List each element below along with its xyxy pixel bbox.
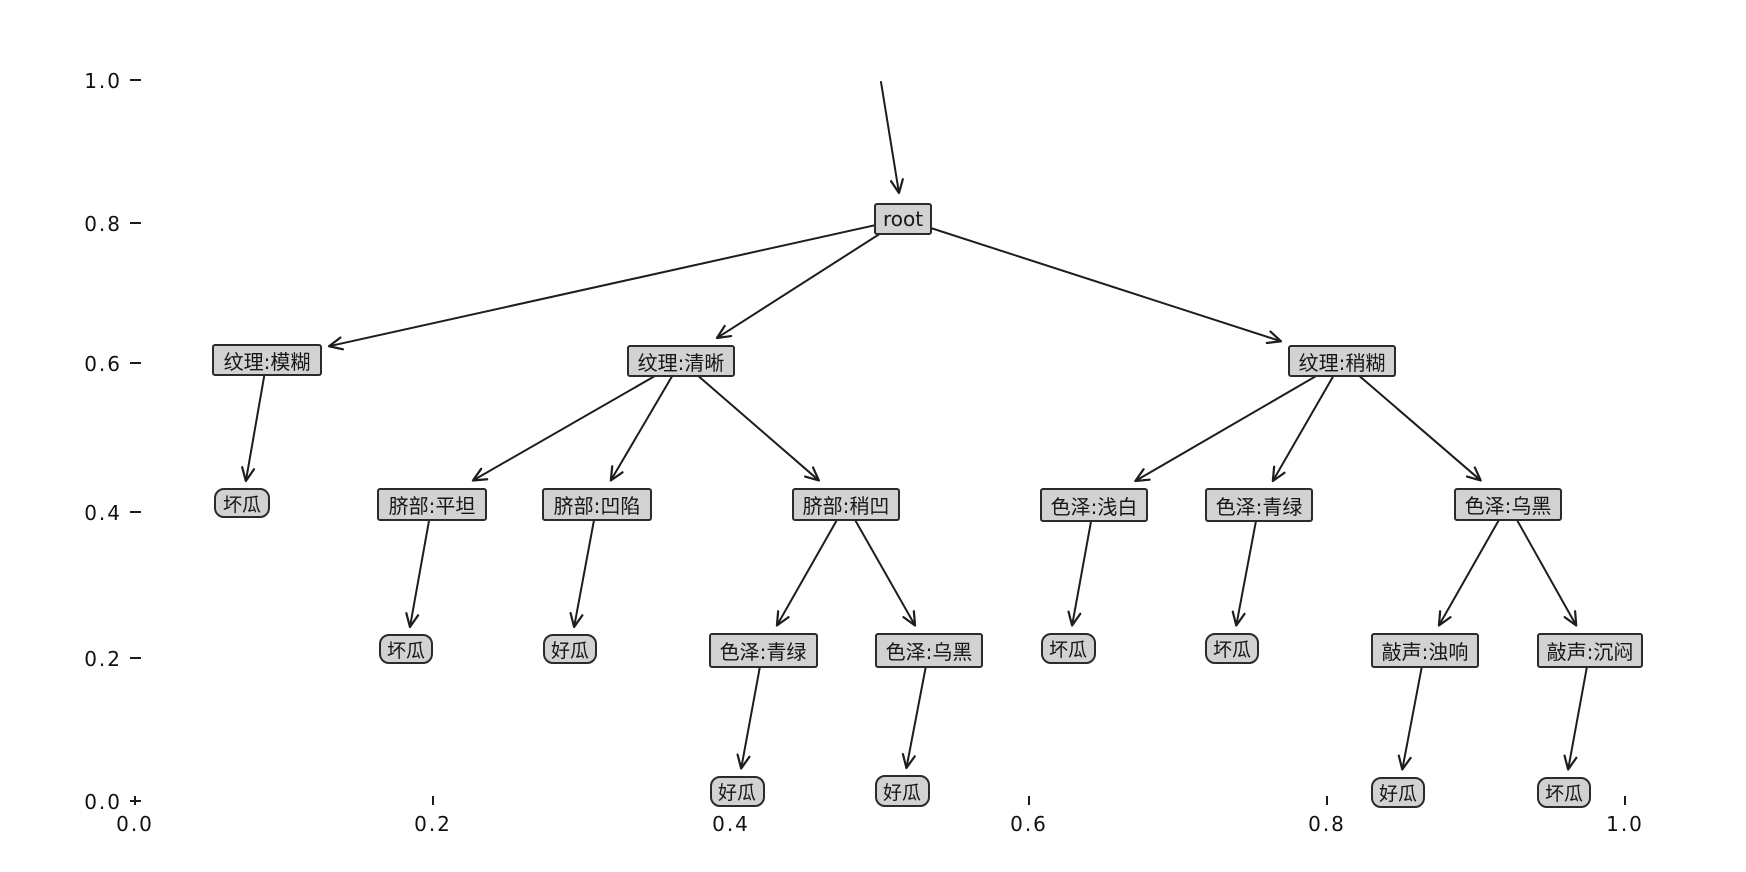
tree-node-texture-slight-blur: 纹理:稍糊: [1288, 345, 1396, 377]
tree-edge-line: [610, 360, 682, 480]
arrowhead-icon: [1397, 754, 1412, 771]
tree-edge-line: [1071, 504, 1095, 625]
tree-node-knock-dull-sound: 敲声:浊响: [1371, 632, 1479, 668]
tree-node-color-green-mid: 色泽:青绿: [708, 632, 818, 668]
tree-node-texture-clear: 纹理:清晰: [627, 345, 735, 377]
arrowhead-icon: [901, 753, 916, 770]
arrowhead-icon: [889, 178, 904, 195]
tree-node-color-pale-white: 色泽:浅白: [1040, 488, 1148, 522]
tree-node-leaf-good-3: 好瓜: [874, 775, 930, 807]
x-tick-mark: [1028, 796, 1030, 805]
x-tick-label: 0.0: [116, 812, 154, 836]
y-tick-label: 0.2: [84, 647, 122, 671]
tree-node-color-green-right: 色泽:青绿: [1205, 488, 1313, 522]
tree-edge-line: [1136, 360, 1343, 481]
arrowhead-icon: [609, 465, 624, 482]
tree-edge-line: [717, 218, 904, 338]
arrowhead-icon: [804, 466, 820, 482]
y-tick-mark: [130, 222, 141, 224]
arrowhead-icon: [241, 466, 256, 483]
tree-node-navel-slight-sunken: 脐部:稍凹: [792, 487, 900, 521]
tree-edge-line: [1272, 360, 1343, 481]
tree-edge-line: [1507, 503, 1577, 625]
x-tick-mark: [1624, 796, 1626, 805]
x-tick-mark: [134, 796, 136, 805]
arrowhead-icon: [1563, 754, 1578, 771]
arrowhead-icon: [569, 612, 584, 629]
tree-edge-line: [776, 503, 847, 625]
tree-edge-line: [680, 360, 819, 481]
tree-edge-line: [845, 503, 916, 625]
arrowhead-icon: [1265, 330, 1283, 345]
x-tick-mark: [432, 796, 434, 805]
y-tick-label: 0.4: [84, 501, 122, 525]
y-tick-mark: [130, 511, 141, 513]
y-tick-label: 0.6: [84, 352, 122, 376]
arrowhead-icon: [736, 753, 751, 770]
arrowhead-icon: [1271, 465, 1286, 483]
tree-edge-line: [905, 649, 930, 768]
x-tick-label: 0.8: [1308, 812, 1346, 836]
tree-node-leaf-bad-2: 坏瓜: [379, 634, 433, 664]
x-tick-mark: [1326, 796, 1328, 805]
tree-node-leaf-good-1: 好瓜: [543, 634, 597, 664]
tree-edge-line: [1235, 504, 1260, 625]
tree-node-leaf-bad-3: 坏瓜: [1040, 632, 1096, 664]
y-tick-mark: [130, 79, 141, 81]
x-tick-label: 1.0: [1606, 812, 1644, 836]
tree-node-navel-sunken: 脐部:凹陷: [542, 487, 652, 521]
arrowhead-icon: [1465, 466, 1482, 482]
tree-node-root: root: [874, 203, 932, 235]
tree-edge-line: [473, 360, 682, 481]
tree-node-leaf-good-2: 好瓜: [709, 775, 765, 807]
x-tick-label: 0.4: [712, 812, 750, 836]
tree-edge-line: [1341, 360, 1481, 481]
tree-edge-line: [409, 503, 433, 627]
tree-node-leaf-good-4: 好瓜: [1371, 776, 1425, 808]
tree-node-navel-flat: 脐部:平坦: [377, 487, 487, 521]
tree-edge-line: [902, 218, 1281, 342]
tree-edge-line: [740, 649, 764, 768]
y-tick-mark: [130, 362, 141, 364]
tree-node-leaf-bad-4: 坏瓜: [1205, 632, 1259, 664]
arrowhead-icon: [1437, 610, 1452, 627]
tree-node-color-dark-right: 色泽:乌黑: [1454, 487, 1562, 521]
tree-edge-line: [1401, 649, 1426, 769]
tree-edge-line: [880, 81, 900, 193]
y-tick-label: 0.8: [84, 212, 122, 236]
x-tick-label: 0.2: [414, 812, 452, 836]
tree-node-knock-muffled: 敲声:沉闷: [1537, 632, 1643, 668]
tree-edge-line: [1567, 649, 1591, 769]
tree-edge-line: [573, 503, 598, 627]
arrowhead-icon: [1231, 610, 1246, 627]
y-tick-mark: [130, 657, 141, 659]
tree-node-color-dark-mid: 色泽:乌黑: [875, 632, 983, 668]
arrowhead-icon: [471, 467, 489, 482]
tree-node-texture-blur: 纹理:模糊: [212, 344, 322, 376]
tree-edge-line: [329, 218, 904, 347]
arrowhead-icon: [902, 610, 917, 627]
arrowhead-icon: [1067, 610, 1082, 627]
arrowhead-icon: [775, 610, 790, 627]
y-tick-label: 0.0: [84, 790, 122, 814]
tree-edge-line: [1438, 503, 1509, 625]
tree-node-leaf-bad-1: 坏瓜: [214, 488, 270, 518]
tree-node-leaf-bad-5: 坏瓜: [1537, 776, 1591, 808]
arrowhead-icon: [715, 324, 733, 340]
arrowhead-icon: [327, 336, 345, 351]
arrowhead-icon: [405, 612, 420, 629]
arrowhead-icon: [1134, 468, 1151, 483]
arrowhead-icon: [1563, 610, 1578, 627]
tree-edge-line: [245, 359, 268, 481]
y-tick-label: 1.0: [84, 69, 122, 93]
x-tick-label: 0.6: [1010, 812, 1048, 836]
